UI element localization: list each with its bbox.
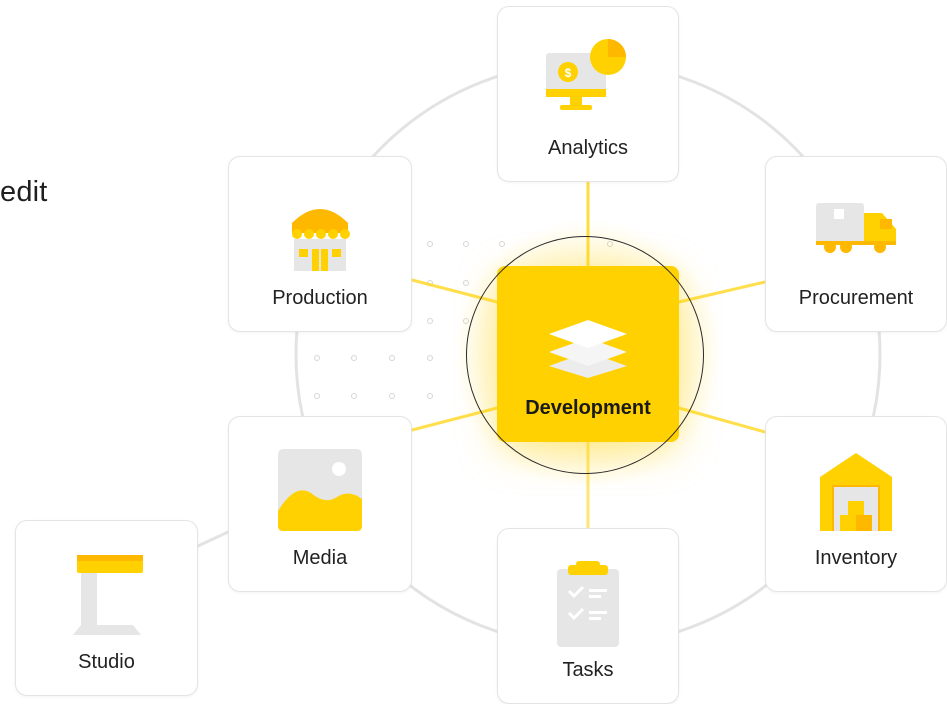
layers-icon xyxy=(549,320,627,378)
node-label: Production xyxy=(272,287,368,309)
node-inventory[interactable]: Inventory xyxy=(765,416,947,592)
node-production[interactable]: Production xyxy=(228,156,412,332)
storefront-icon xyxy=(292,209,350,271)
cropped-heading-text: edit xyxy=(0,176,48,208)
node-studio[interactable]: Studio xyxy=(15,520,198,696)
clipboard-checklist-icon xyxy=(557,561,619,647)
node-analytics[interactable]: $ Analytics xyxy=(497,6,679,182)
node-procurement[interactable]: Procurement xyxy=(765,156,947,332)
studio-stand-icon xyxy=(72,555,143,635)
hub-label: Development xyxy=(525,397,651,419)
hub-development[interactable]: Development xyxy=(497,266,679,442)
node-tasks[interactable]: Tasks xyxy=(497,528,679,704)
image-icon xyxy=(278,449,362,531)
node-label: Tasks xyxy=(562,659,614,681)
node-label: Inventory xyxy=(814,547,898,569)
node-label: Studio xyxy=(78,651,135,673)
node-label: Analytics xyxy=(547,137,629,159)
warehouse-icon xyxy=(820,453,892,531)
node-media[interactable]: Media xyxy=(228,416,412,592)
delivery-truck-icon xyxy=(816,203,896,253)
monitor-dollar-chart-icon: $ xyxy=(546,39,626,110)
node-label: Procurement xyxy=(798,287,914,309)
svg-text:$: $ xyxy=(565,66,572,80)
node-label: Media xyxy=(292,547,348,569)
